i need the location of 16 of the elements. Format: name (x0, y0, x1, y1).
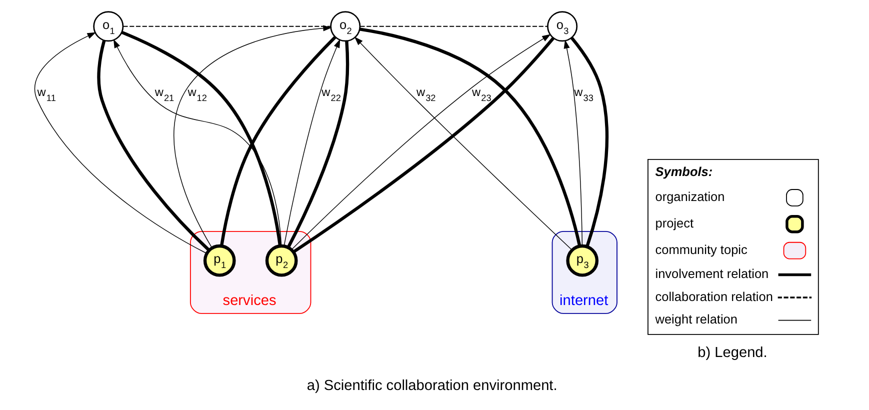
label: Symbols: (655, 164, 713, 180)
label: b) Legend. (698, 345, 768, 362)
edge-label: w$_{32}$ (416, 84, 436, 103)
edge-label: w$_{33}$ (574, 84, 594, 103)
legend-label: project (655, 216, 694, 231)
legend-label: community topic (655, 242, 748, 257)
legend-label: involvement relation (655, 266, 769, 282)
legend-label: organization (655, 189, 725, 204)
edge-label: w$_{12}$ (188, 84, 207, 103)
legend-label: collaboration relation (655, 288, 773, 304)
legend-label: weight relation (655, 312, 738, 327)
edge-label: w$_{21}$ (154, 84, 174, 103)
edge-label: w$_{22}$ (322, 84, 341, 103)
edge-label: w$_{23}$ (472, 84, 492, 103)
edge-label: w$_{11}$ (37, 84, 56, 103)
caption: a) Scientific collaboration environment. (306, 378, 558, 394)
